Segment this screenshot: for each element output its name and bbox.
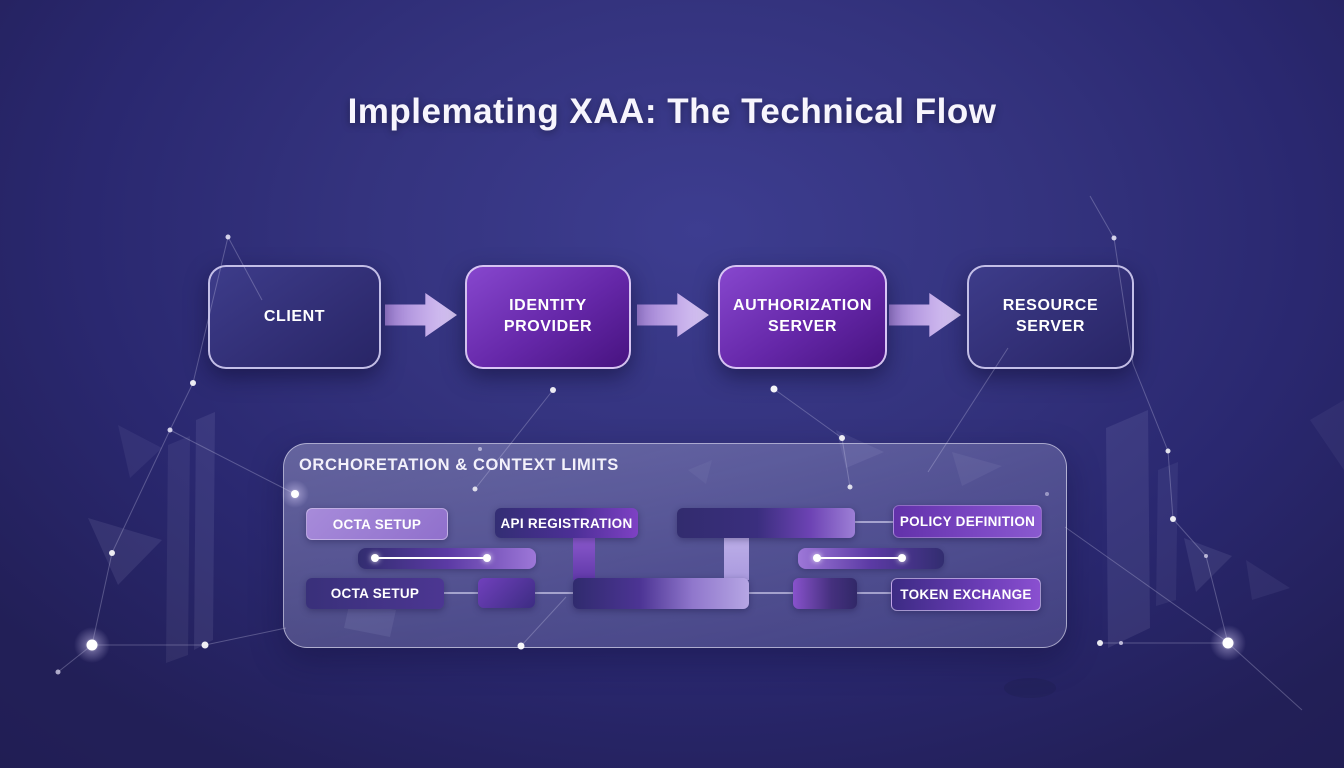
flow-node-identity-provider: IDENTITY PROVIDER <box>465 265 631 369</box>
slider-handle-icon <box>813 554 821 562</box>
connector-line <box>857 592 891 594</box>
range-slider-right <box>798 548 944 569</box>
connector-line <box>444 592 478 594</box>
panel-title: ORCHORETATION & CONTEXT LIMITS <box>299 456 619 474</box>
slider-handle-icon <box>371 554 379 562</box>
panel-box-small-block-2 <box>793 578 857 609</box>
panel-box-policy-definition: POLICY DEFINITION <box>893 505 1042 538</box>
range-slider-left <box>358 548 536 569</box>
connector-line <box>749 592 793 594</box>
slider-handle-icon <box>483 554 491 562</box>
flow-node-authorization-server: AUTHORIZATION SERVER <box>718 265 887 369</box>
vertical-connector-api-registration <box>573 538 595 580</box>
flow-node-client: CLIENT <box>208 265 381 369</box>
flow-arrow-icon-2 <box>637 293 709 337</box>
panel-box-token-exchange: TOKEN EXCHANGE <box>891 578 1041 611</box>
orchestration-panel: ORCHORETATION & CONTEXT LIMITS OCTA SETU… <box>283 443 1067 648</box>
panel-box-small-block-1 <box>478 578 535 608</box>
connector-line <box>855 521 893 523</box>
connector-line <box>535 592 573 594</box>
panel-box-octa-setup-bottom: OCTA SETUP <box>306 578 444 609</box>
flow-node-resource-server: RESOURCE SERVER <box>967 265 1134 369</box>
panel-box-api-registration: API REGISTRATION <box>495 508 638 538</box>
vertical-connector-mid-block <box>724 538 749 580</box>
flow-arrow-icon-3 <box>889 293 961 337</box>
panel-box-octa-setup-top: OCTA SETUP <box>306 508 448 540</box>
page-title: Implemating XAA: The Technical Flow <box>347 92 997 131</box>
flow-arrow-icon-1 <box>385 293 457 337</box>
panel-box-elbow-block <box>573 578 749 609</box>
slider-handle-icon <box>898 554 906 562</box>
slider-track <box>817 557 902 559</box>
slider-track <box>375 557 487 559</box>
panel-box-gradient-block <box>677 508 855 538</box>
